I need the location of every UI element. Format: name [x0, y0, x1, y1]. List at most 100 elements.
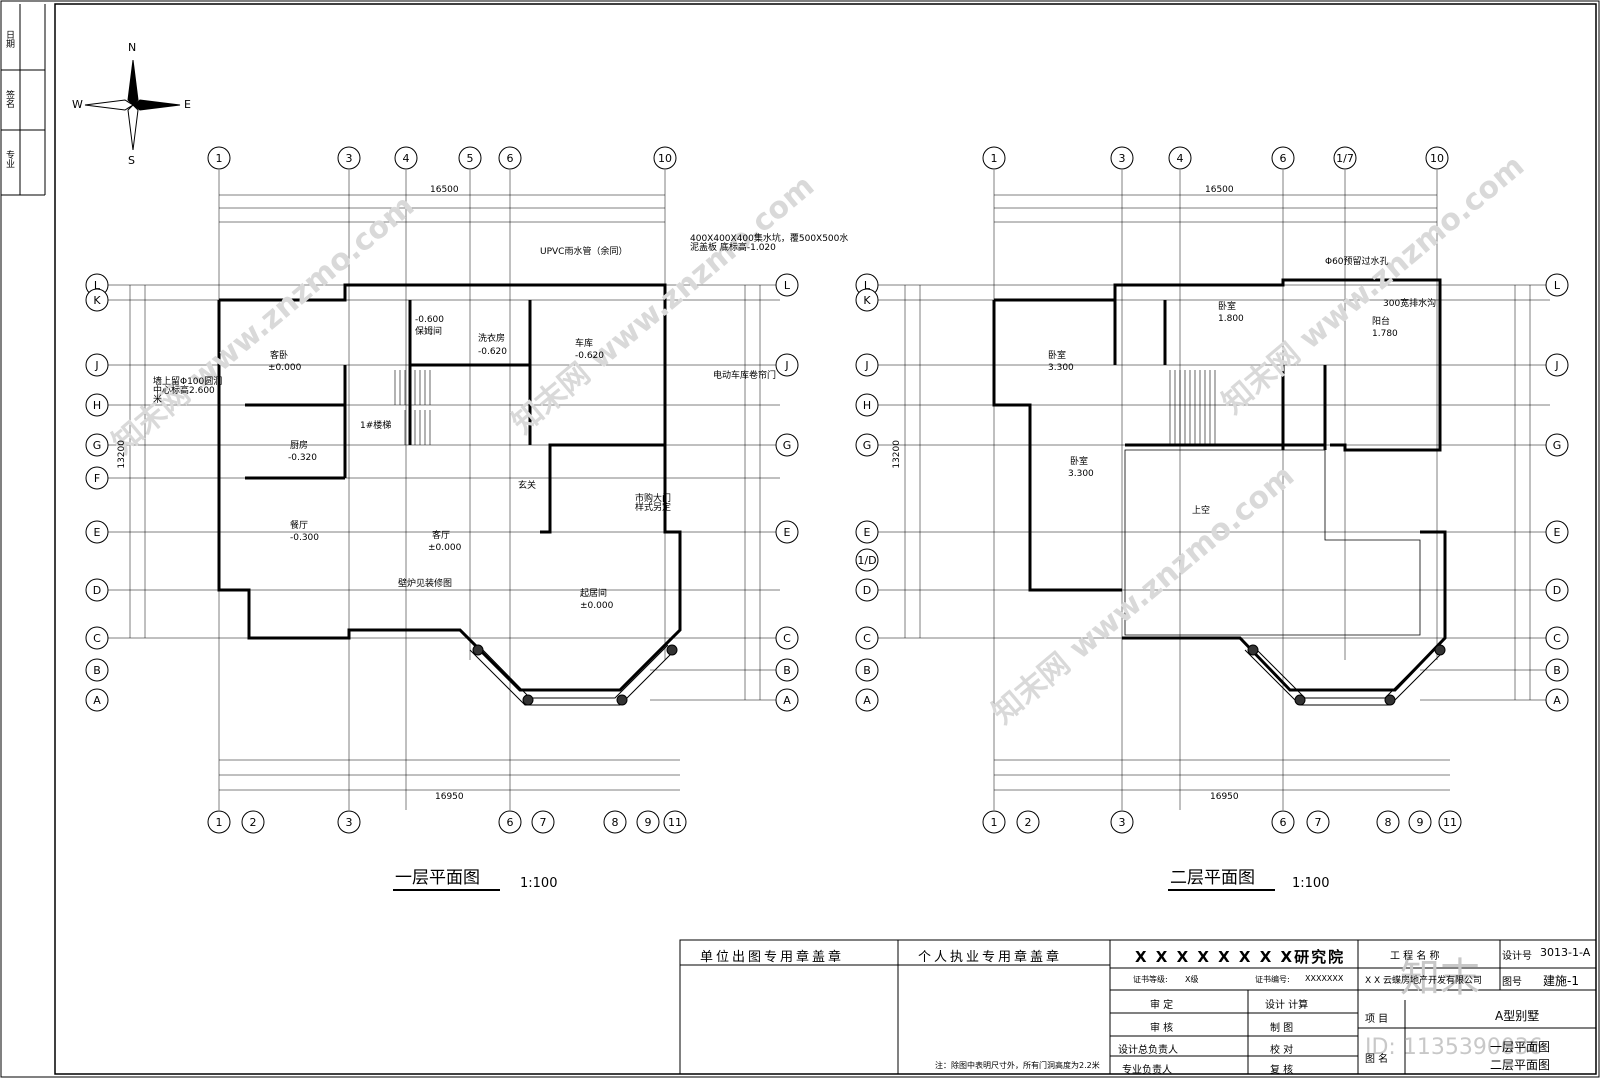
- axis-bubble: [855, 688, 879, 712]
- role-label: 审 定: [1150, 1000, 1174, 1011]
- axis-label: B: [783, 664, 791, 677]
- axis-bubble: [982, 146, 1006, 170]
- axis-bubble: [855, 393, 879, 417]
- axis-bubble: [1306, 810, 1330, 834]
- axis-label: E: [864, 526, 871, 539]
- room-level: 3.300: [1048, 363, 1074, 373]
- axis-label: C: [93, 632, 101, 645]
- axis-label: 7: [1315, 816, 1322, 829]
- axis-label: 1: [991, 816, 998, 829]
- room-level: -0.320: [288, 453, 318, 463]
- axis-label: B: [1553, 664, 1561, 677]
- axis-bubble: [85, 626, 109, 650]
- axis-bubble: [1545, 353, 1569, 377]
- design-no-label: 设计号: [1502, 951, 1532, 962]
- room-level: -0.600: [415, 315, 445, 325]
- axis-label: E: [94, 526, 101, 539]
- axis-label: D: [93, 584, 101, 597]
- axis-label: H: [863, 399, 871, 412]
- room-name: 阳台: [1372, 317, 1391, 327]
- axis-label: H: [93, 399, 101, 412]
- axis-bubble: [855, 288, 879, 312]
- compass-w: W: [72, 98, 83, 111]
- room-name: 上空: [1192, 506, 1211, 516]
- institute-name: X X X X X X X X研究院: [1135, 948, 1346, 966]
- axis-label: A: [783, 694, 791, 707]
- axis-bubble: [1333, 146, 1357, 170]
- axis-label: 4: [403, 152, 410, 165]
- axis-label: 4: [1177, 152, 1184, 165]
- axis-label: B: [93, 664, 101, 677]
- dim-total-top: 16500: [1205, 185, 1234, 195]
- axis-label: 11: [668, 816, 682, 829]
- axis-label: 5: [467, 152, 474, 165]
- axis-label: C: [783, 632, 791, 645]
- axis-bubble: [775, 520, 799, 544]
- axis-label: A: [1553, 694, 1561, 707]
- item-label: 项 目: [1365, 1014, 1389, 1025]
- compass-s: S: [128, 154, 135, 167]
- axis-label: L: [784, 279, 791, 292]
- note: UPVC雨水管（余同）: [540, 247, 628, 257]
- role-label: 审 核: [1150, 1023, 1174, 1034]
- note: Φ60预留过水孔: [1325, 257, 1389, 267]
- axis-bubble: [636, 810, 660, 834]
- axis-bubble: [1545, 433, 1569, 457]
- note: 300宽排水沟: [1383, 299, 1437, 309]
- axis-bubble: [1545, 578, 1569, 602]
- axis-bubble: [603, 810, 627, 834]
- axis-label: K: [93, 294, 101, 307]
- axis-label: 1: [991, 152, 998, 165]
- axis-label: E: [784, 526, 791, 539]
- room-level: 1.780: [1372, 329, 1398, 339]
- axis-bubble: [775, 273, 799, 297]
- dim-total-depth: 13200: [892, 440, 902, 469]
- axis-bubble: [85, 393, 109, 417]
- axis-bubble: [85, 466, 109, 490]
- note: 墙上留Φ100圆洞 中心标高2.600米: [153, 377, 223, 405]
- plan-2-grid: [870, 170, 1550, 810]
- project-name-label: 工 程 名 称: [1390, 951, 1440, 962]
- axis-bubble: [337, 146, 361, 170]
- note: 电动车库卷帘门: [713, 371, 777, 381]
- role-label: 校 对: [1270, 1045, 1294, 1056]
- room-name: 厨房: [290, 441, 309, 451]
- room-name: 卧室: [1070, 457, 1089, 467]
- axis-bubble: [1545, 688, 1569, 712]
- axis-label: 6: [1280, 816, 1287, 829]
- axis-label: D: [1553, 584, 1561, 597]
- axis-bubble: [855, 353, 879, 377]
- axis-label: G: [1553, 439, 1562, 452]
- axis-label: G: [93, 439, 102, 452]
- axis-label: 1: [216, 152, 223, 165]
- title-block-frame: [679, 939, 1597, 1075]
- axis-label: 3: [1119, 152, 1126, 165]
- design-no: 3013-1-A: [1540, 946, 1591, 959]
- note: 壁炉见装修图: [398, 579, 453, 589]
- room-level: -0.620: [478, 347, 508, 357]
- axis-bubble: [85, 688, 109, 712]
- axis-label: 6: [507, 152, 514, 165]
- axis-label: D: [863, 584, 871, 597]
- room-name: 客厅: [432, 531, 451, 541]
- axis-label: J: [864, 359, 868, 372]
- axis-bubble: [1438, 810, 1462, 834]
- plan-1-stair: [394, 370, 431, 445]
- axis-bubble: [85, 433, 109, 457]
- role-label: 专业负责人: [1122, 1065, 1172, 1076]
- role-label: 设计总负责人: [1118, 1045, 1178, 1056]
- room-name: 车库: [575, 339, 594, 349]
- room-name: 1#楼梯: [360, 421, 392, 431]
- general-note: 注：除图中表明尺寸外，所有门洞高度为2.2米: [935, 1061, 1100, 1070]
- dim-total-depth: 13200: [117, 440, 127, 469]
- room-name: 玄关: [518, 481, 537, 491]
- item-value: A型别墅: [1495, 1009, 1540, 1023]
- axis-bubble: [1545, 520, 1569, 544]
- drawing-name-label: 图 名: [1365, 1054, 1389, 1065]
- axis-bubble: [1168, 146, 1192, 170]
- stamp-unit-label: 单位出图专用章盖章: [700, 950, 845, 965]
- room-level: -0.620: [575, 351, 605, 361]
- room-name: 卧室: [1048, 351, 1067, 361]
- axis-bubble: [1110, 146, 1134, 170]
